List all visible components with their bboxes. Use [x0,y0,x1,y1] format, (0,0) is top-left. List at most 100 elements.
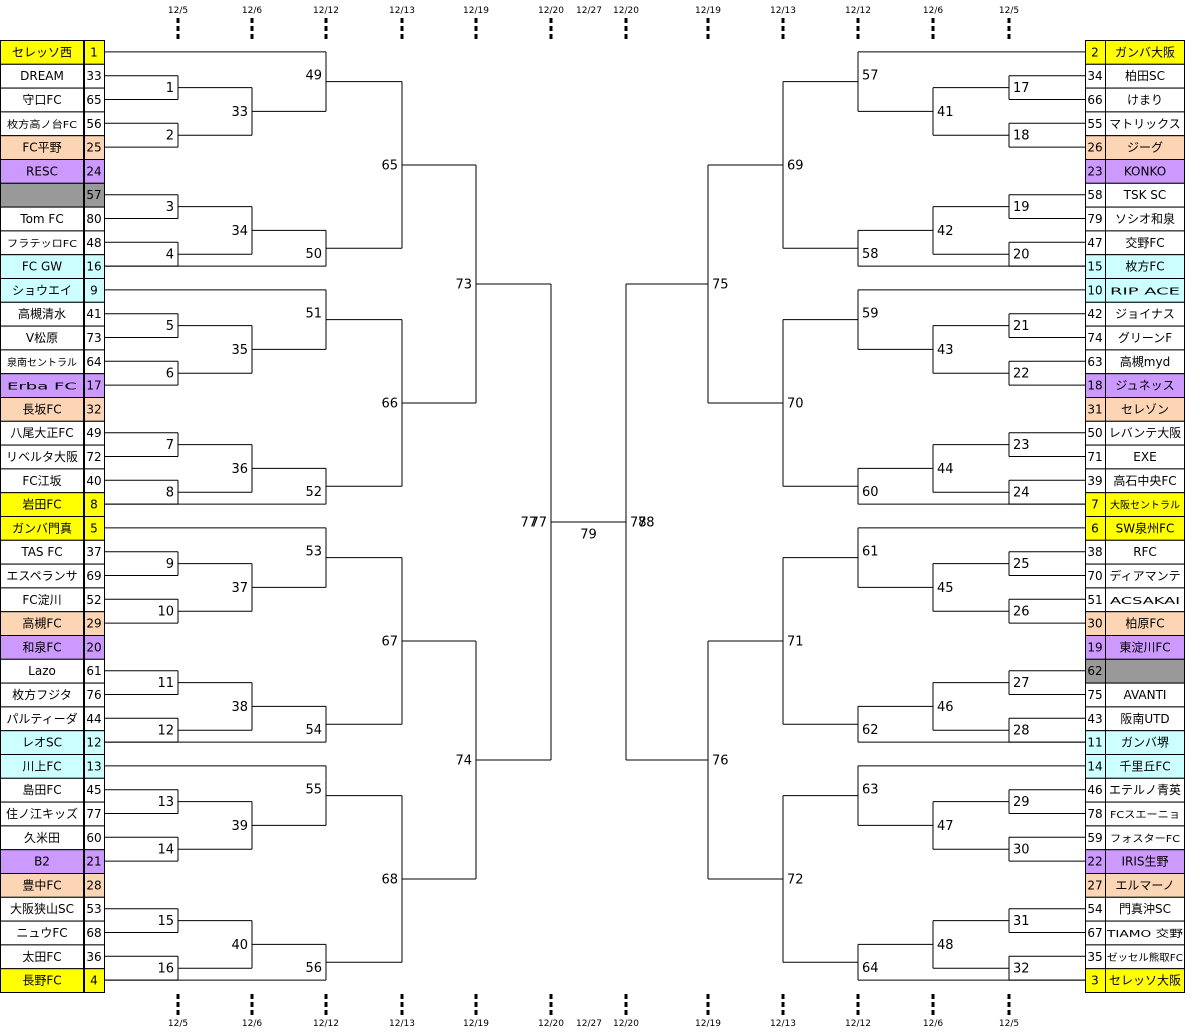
match-number: 39 [231,819,248,834]
team-seed: 5 [90,521,98,535]
bracket-lines [104,51,1085,981]
team-seed: 44 [86,712,101,726]
team-seed: 13 [86,759,101,773]
date-label: 12/12 [845,6,871,16]
match-number: 65 [381,158,398,173]
team-name: RESC [26,164,58,178]
team-cell [0,968,84,994]
match-number: 59 [862,306,879,321]
team-name: AVANTI [1124,688,1167,702]
team-seed: 24 [86,164,101,178]
team-name: FCスエーニョ [1110,810,1180,821]
match-number: 52 [305,485,322,500]
team-name: エテルノ青英 [1109,783,1181,797]
match-number: 24 [1013,486,1030,501]
team-name: ガンバ門真 [12,521,72,535]
team-seed: 38 [1087,545,1102,559]
match-number: 42 [937,224,954,239]
date-label: 12/27 [576,6,602,16]
match-number: 18 [1013,129,1030,144]
match-number: 2 [166,129,174,144]
match-number: 48 [937,938,954,953]
team-row: 62 [1085,658,1185,684]
team-name: Lazo [28,664,56,678]
team-seed: 67 [1087,926,1102,940]
team-name: セレッソ大阪 [1109,974,1181,988]
match-number: 21 [1013,319,1030,334]
date-label: 12/19 [463,1019,489,1029]
team-seed: 7 [1091,498,1099,512]
team-cell [0,182,84,208]
match-number: 61 [862,544,879,559]
team-seed: 18 [1087,379,1102,393]
team-name: 千里丘FC [1119,759,1170,773]
team-seed: 10 [1087,283,1102,297]
team-name: 大阪セントラル [1110,499,1180,512]
team-seed: 17 [86,379,101,393]
team-name: 枚方高ノ台FC [7,118,77,131]
match-number: 26 [1013,605,1030,620]
match-number: 14 [157,843,174,858]
match-number: 53 [305,544,322,559]
team-seed: 77 [86,807,101,821]
team-name: 久米田 [24,831,60,845]
match-number: 44 [937,462,954,477]
team-seed: 78 [1087,807,1102,821]
team-seed: 69 [86,569,101,583]
date-label: 12/5 [999,6,1019,16]
team-row: ガンバ門真 5 [0,516,105,541]
team-name: ジーグ [1127,141,1163,155]
match-number: 16 [157,962,174,977]
team-name: 柏原FC [1125,616,1164,631]
match-number-labels: 1234567891011121314151633343536373839404… [157,68,1029,976]
match-number: 7 [166,438,174,453]
team-name: セレゾン [1121,402,1169,416]
team-seed: 25 [86,141,101,155]
team-seed: 23 [1087,164,1102,178]
match-number: 22 [1013,367,1030,382]
team-row: 57 [0,182,105,208]
team-seed: 75 [1087,688,1102,702]
date-label: 12/27 [576,1019,602,1029]
team-name: フォスターFC [1110,833,1180,845]
team-seed: 49 [86,426,101,440]
date-label: 12/13 [389,6,415,16]
team-name: マトリックス [1109,117,1181,131]
team-name: フラテッロFC [7,238,77,250]
team-name: 交野FC [1125,235,1164,250]
team-name: ジュネッス [1115,379,1174,393]
team-seed: 22 [1087,855,1102,869]
team-name: グリーンF [1118,331,1172,345]
team-seed: 63 [1087,355,1102,369]
match-number: 79 [580,527,597,542]
date-label: 12/20 [538,6,564,16]
team-seed: 45 [86,783,101,797]
team-seed: 58 [1087,188,1102,202]
team-name: Erba FC [7,382,77,393]
team-seed: 68 [86,926,101,940]
match-number: 62 [862,723,879,738]
